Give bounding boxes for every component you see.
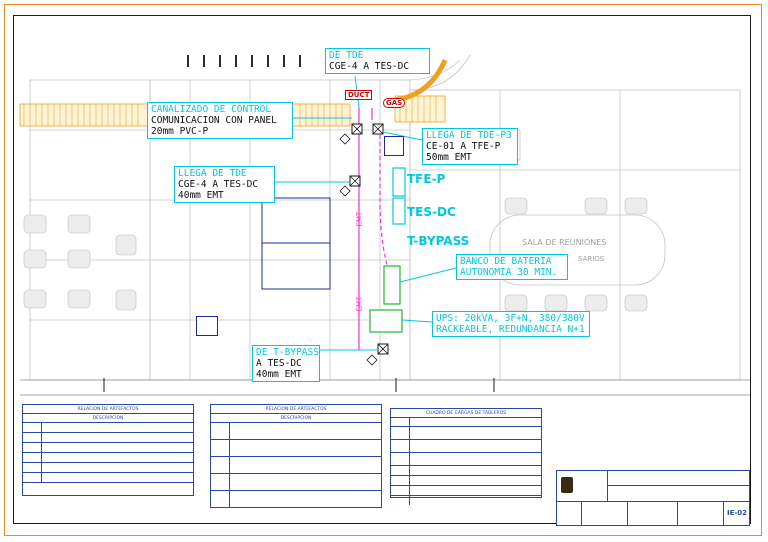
legend-cuadro-cargas: CUADRO DE CARGAS DE TABLEROS: [390, 408, 542, 505]
callout-llega-tdep: LLEGA DE TDE-P3 CE-01 A TFE-P 50mm EMT: [422, 128, 518, 165]
title-block-cell: [557, 501, 582, 525]
callout-de-tde: DE TDE CGE-4 A TES-DC: [325, 48, 430, 74]
legend-symbol: [391, 476, 410, 485]
duct-label: DUCT: [345, 90, 373, 100]
callout-canalizado: CANALIZADO DE CONTROL COMUNICACION CON P…: [147, 102, 293, 139]
legend-symbol: [211, 474, 230, 490]
legend-symbol: [23, 433, 42, 442]
callout-banco-line1: BANCO DE BATERIA: [460, 256, 552, 267]
room-label-sala: SALA DE REUNIONES: [522, 238, 607, 247]
callout-ups-line1: UPS: 20kVA, 3F+N, 380/380V: [436, 313, 585, 324]
callout-de-tde-title: DE TDE: [329, 50, 364, 61]
callout-de-t-bypass-line1: A TES-DC: [256, 358, 302, 369]
legend-symbol: [211, 423, 230, 439]
title-block-header: [607, 471, 749, 486]
legend-1-title: RELACION DE ARTEFACTOS: [23, 405, 193, 414]
panel-box-top: [384, 136, 404, 156]
legend-2-title: RELACION DE ARTEFACTOS: [211, 405, 381, 414]
legend-3-title: CUADRO DE CARGAS DE TABLEROS: [391, 409, 541, 418]
legend-row: [211, 491, 381, 507]
legend-row: [391, 453, 541, 466]
callout-llega-tde-title: LLEGA DE TDE: [178, 168, 247, 179]
legend-symbol: [391, 440, 410, 452]
emt-label-upper: EMT: [355, 211, 364, 227]
callout-llega-tdep-line1: CE-01 A TFE-P: [426, 141, 501, 152]
legend-symbol: [391, 427, 410, 439]
legend-row: [23, 443, 193, 453]
legend-symbol: [23, 453, 42, 462]
legend-row: [211, 440, 381, 457]
emt-label-lower: EMT: [355, 296, 364, 312]
legend-row: [23, 433, 193, 443]
room-label-sarios: SARIOS: [578, 255, 605, 263]
legend-row: [391, 476, 541, 486]
drawing-sheet-border: [4, 4, 762, 536]
title-block-cell: [581, 501, 628, 525]
legend-row: [391, 427, 541, 440]
legend-symbol: [391, 453, 410, 465]
legend-symbol: [391, 486, 410, 495]
legend-row: [211, 474, 381, 491]
legend-row: [23, 463, 193, 473]
legend-symbol: [23, 443, 42, 452]
legend-row: [391, 486, 541, 496]
callout-ups: UPS: 20kVA, 3F+N, 380/380V RACKEABLE, RE…: [432, 311, 590, 337]
legend-2-subtitle: DESCRIPCION: [211, 414, 381, 423]
legend-symbol: [211, 440, 230, 456]
legend-symbol: [391, 466, 410, 475]
title-block-logo-cell: [557, 471, 608, 502]
callout-de-tde-value: CGE-4 A TES-DC: [329, 61, 410, 72]
title-block-cell: [677, 501, 724, 525]
callout-llega-tde-line2: 40mm EMT: [178, 190, 224, 201]
callout-banco-bateria: BANCO DE BATERIA AUTONOMIA 30 MIN.: [456, 254, 568, 280]
legend-row: [391, 496, 541, 505]
tag-t-bypass: T-BYPASS: [407, 234, 470, 248]
legend-symbol: [23, 463, 42, 472]
legend-symbol: [211, 457, 230, 473]
callout-ups-line2: RACKEABLE, REDUNDANCIA N+1: [436, 324, 585, 335]
callout-de-t-bypass-line2: 40mm EMT: [256, 369, 302, 380]
title-block-project: [607, 485, 749, 502]
legend-artefactos-1: RELACION DE ARTEFACTOS DESCRIPCION: [22, 404, 194, 496]
callout-de-t-bypass-title: DE T-BYPASS: [256, 347, 319, 358]
tag-tes-dc: TES-DC: [407, 205, 456, 219]
callout-llega-tde: LLEGA DE TDE CGE-4 A TES-DC 40mm EMT: [174, 166, 275, 203]
callout-canalizado-line1: COMUNICACION CON PANEL: [151, 115, 277, 126]
callout-banco-line2: AUTONOMIA 30 MIN.: [460, 267, 558, 278]
drawing-inner-frame: [13, 15, 751, 524]
legend-row: [391, 440, 541, 453]
legend-row: [211, 457, 381, 474]
callout-llega-tdep-line2: 50mm EMT: [426, 152, 472, 163]
legend-artefactos-2: RELACION DE ARTEFACTOS DESCRIPCION: [210, 404, 382, 508]
legend-1-subtitle: DESCRIPCION: [23, 414, 193, 423]
sheet-number: IE-02: [727, 509, 748, 517]
legend-symbol: [391, 496, 410, 505]
panel-box-left: [196, 316, 218, 336]
legend-row: [391, 466, 541, 476]
gas-label: GAS: [383, 98, 406, 108]
callout-llega-tdep-title: LLEGA DE TDE-P3: [426, 130, 512, 141]
legend-symbol: [211, 491, 230, 507]
institution-logo: [561, 477, 573, 493]
legend-row: [23, 453, 193, 463]
legend-symbol: [23, 473, 42, 482]
callout-canalizado-title: CANALIZADO DE CONTROL: [151, 104, 272, 115]
legend-symbol: [391, 418, 410, 426]
legend-row: [391, 418, 541, 427]
legend-row: [23, 423, 193, 433]
callout-llega-tde-line1: CGE-4 A TES-DC: [178, 179, 259, 190]
tag-tfe-p: TFE-P: [407, 172, 446, 186]
title-block-cell: [627, 501, 678, 525]
legend-row: [211, 423, 381, 440]
title-block: IE-02: [556, 470, 750, 526]
legend-row: [23, 473, 193, 483]
legend-symbol: [23, 423, 42, 432]
callout-canalizado-line2: 20mm PVC-P: [151, 126, 209, 137]
callout-de-t-bypass: DE T-BYPASS A TES-DC 40mm EMT: [252, 345, 320, 382]
